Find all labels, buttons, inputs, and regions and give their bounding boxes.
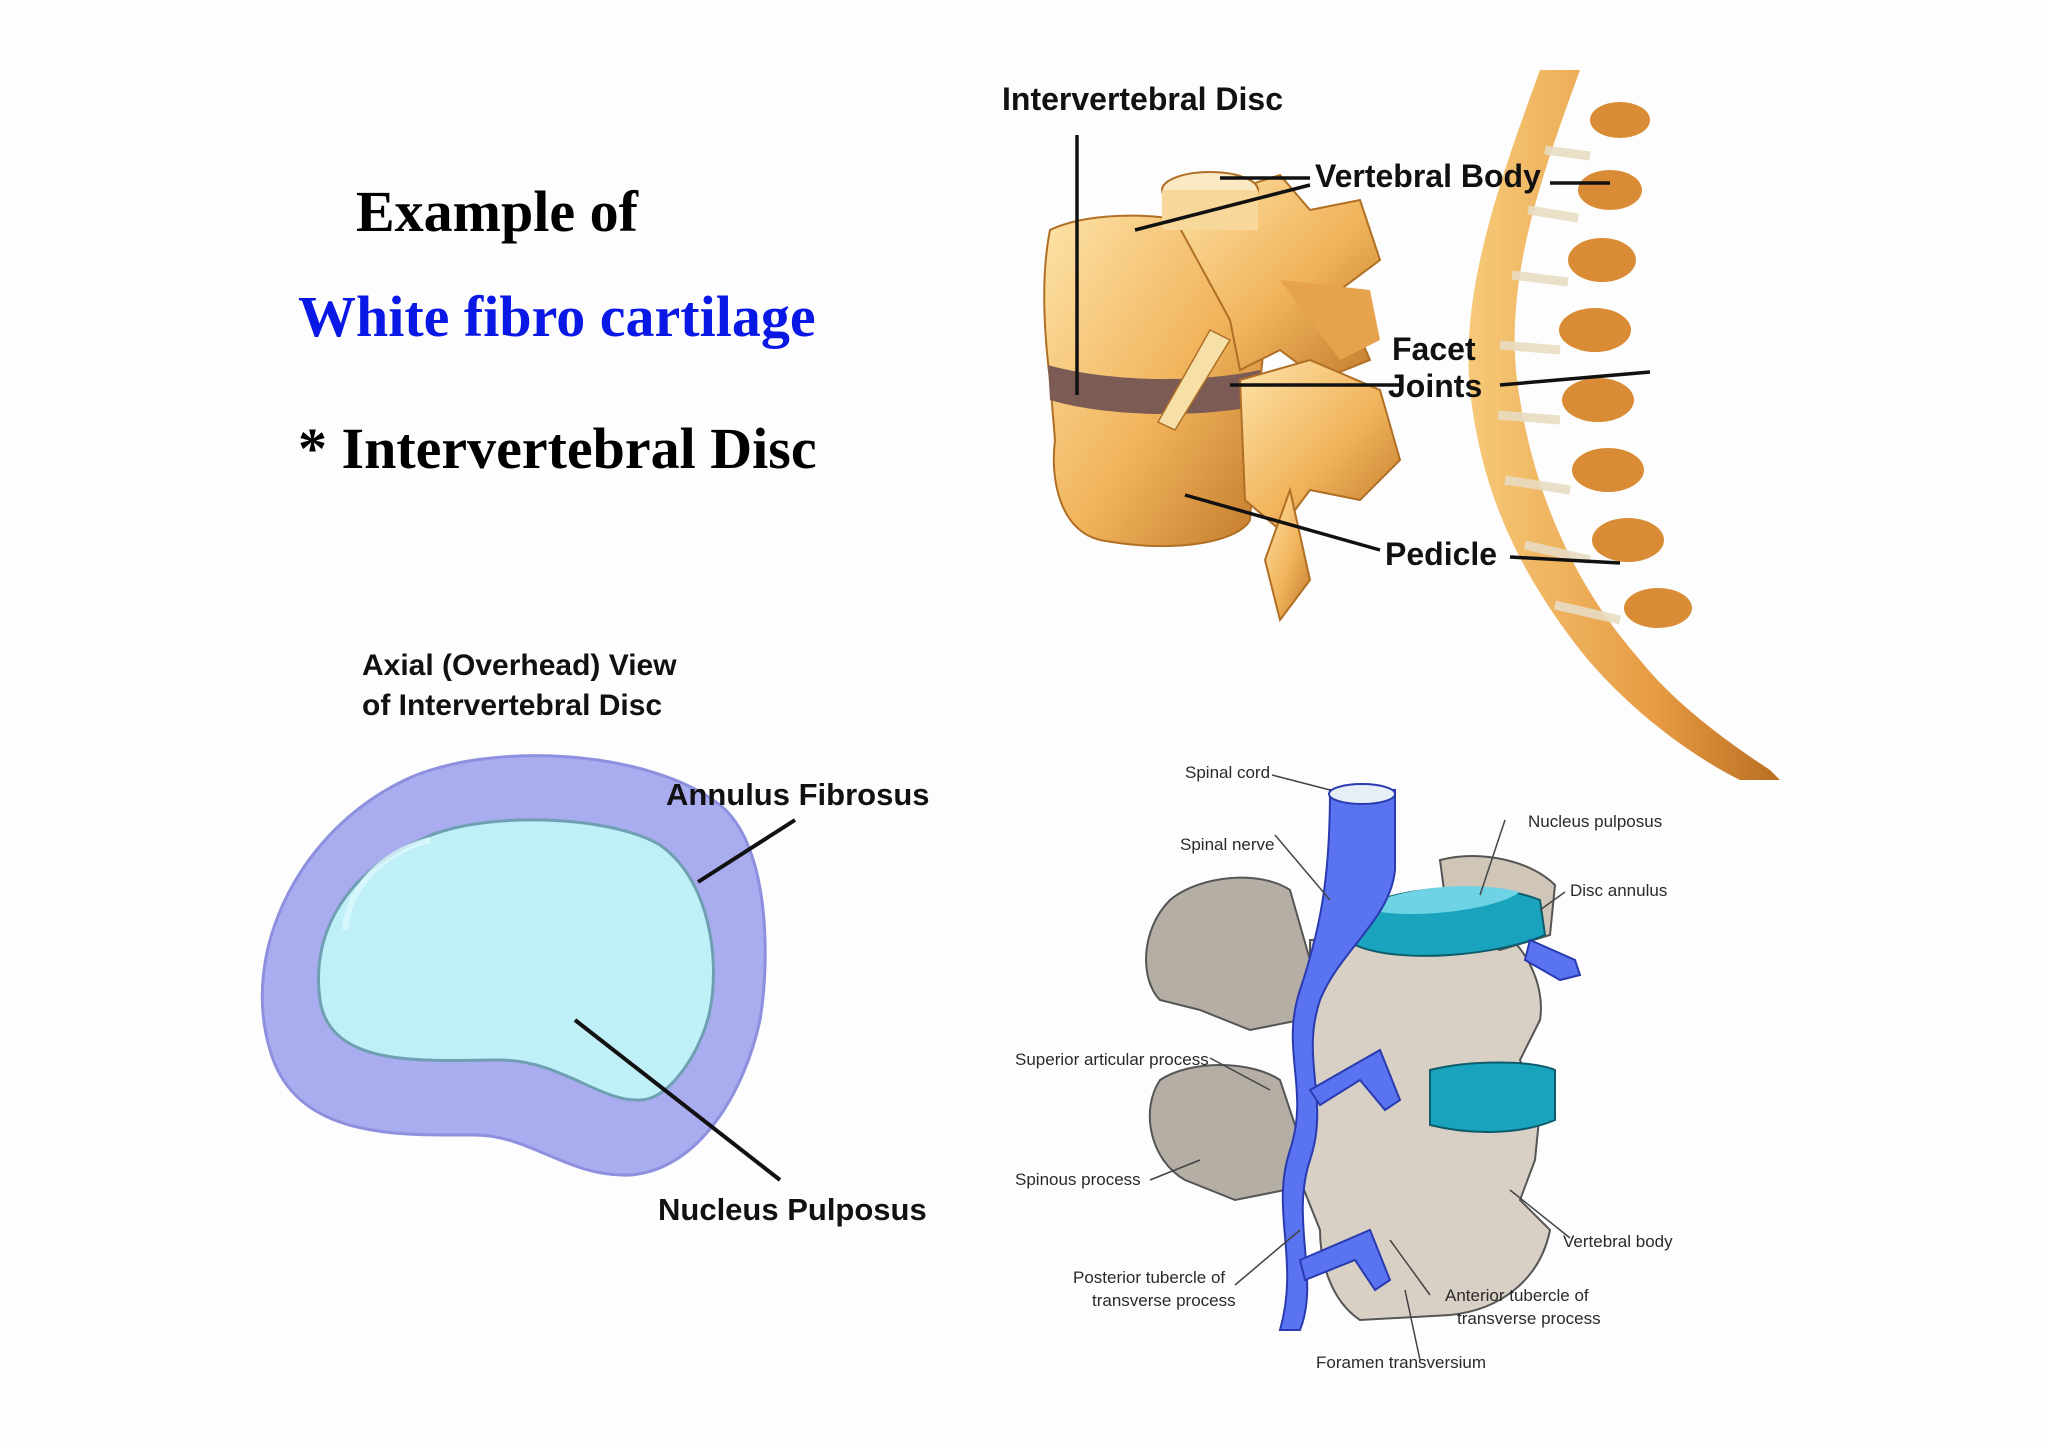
- heading-example-of: Example of: [356, 179, 638, 244]
- cervical-leader-lines: [1149, 774, 1571, 1361]
- heading-white-fibro-cartilage: White fibro cartilage: [298, 284, 816, 349]
- spinal-nerves: [1278, 789, 1582, 1331]
- label-pedicle: Pedicle: [1385, 536, 1497, 572]
- cervical-diagram: Spinal cord Spinal nerve Nucleus pulposu…: [1000, 760, 1700, 1380]
- label-disc-annulus: Disc annulus: [1570, 881, 1667, 900]
- label-vertebral-body: Vertebral Body: [1315, 158, 1541, 194]
- label-posterior-tubercle-1: Posterior tubercle of: [1073, 1268, 1225, 1287]
- spinal-column: [1468, 70, 1780, 780]
- label-superior-articular-process: Superior articular process: [1015, 1050, 1209, 1069]
- label-anterior-tubercle-2: transverse process: [1457, 1309, 1601, 1328]
- axial-title-line2: of Intervertebral Disc: [362, 689, 662, 722]
- label-spinal-cord: Spinal cord: [1185, 763, 1270, 782]
- label-intervertebral-disc: Intervertebral Disc: [1002, 81, 1283, 117]
- axial-leader-lines: [573, 818, 797, 1182]
- label-foramen-transversium: Foramen transversium: [1316, 1353, 1486, 1372]
- axial-illustration: Axial (Overhead) View of Intervertebral …: [260, 649, 930, 1227]
- label-spinal-nerve: Spinal nerve: [1180, 835, 1275, 854]
- label-posterior-tubercle-2: transverse process: [1092, 1291, 1236, 1310]
- spine-leader-lines: [1075, 135, 1651, 565]
- label-spinous-process: Spinous process: [1015, 1170, 1141, 1189]
- label-anterior-tubercle-1: Anterior tubercle of: [1445, 1286, 1589, 1305]
- label-vertebral-body-small: Vertebral body: [1563, 1232, 1673, 1251]
- heading-intervertebral-disc: * Intervertebral Disc: [298, 416, 817, 481]
- cervical-labels: Spinal cord Spinal nerve Nucleus pulposu…: [1015, 763, 1673, 1372]
- spine-diagram: Intervertebral Disc Vertebral Body Facet…: [980, 60, 1780, 780]
- cervical-discs: [1354, 886, 1556, 1133]
- label-nucleus-pulposus: Nucleus Pulposus: [658, 1192, 927, 1227]
- lumbar-vertebrae: [1043, 171, 1402, 623]
- label-nucleus-pulposus-small: Nucleus pulposus: [1528, 812, 1662, 831]
- cervical-illustration: Spinal cord Spinal nerve Nucleus pulposu…: [1015, 763, 1673, 1372]
- label-annulus-fibrosus: Annulus Fibrosus: [666, 777, 930, 812]
- axial-title-line1: Axial (Overhead) View: [362, 649, 677, 682]
- label-facet: Facet: [1392, 331, 1476, 367]
- heading-block: Example of White fibro cartilage * Inter…: [0, 0, 960, 560]
- label-joints: Joints: [1388, 368, 1482, 404]
- axial-diagram: Axial (Overhead) View of Intervertebral …: [250, 630, 950, 1250]
- spine-labels: Intervertebral Disc Vertebral Body Facet…: [1002, 81, 1541, 572]
- spine-illustration: Intervertebral Disc Vertebral Body Facet…: [1002, 70, 1780, 780]
- nucleus-pulposus-shape: [317, 818, 715, 1102]
